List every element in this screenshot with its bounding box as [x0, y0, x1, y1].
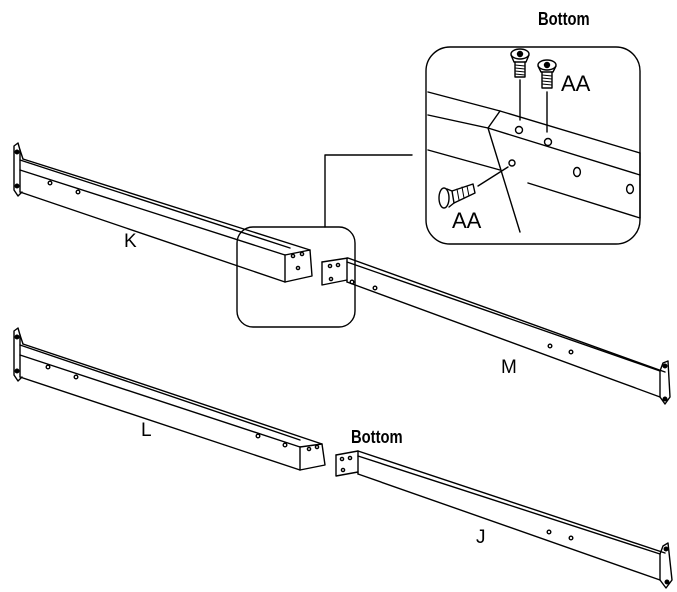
- joint-highlight-box: [236, 226, 356, 328]
- screw-aa-side: [438, 166, 509, 209]
- callout-leader: [324, 154, 413, 228]
- screw-aa-vertical-2: [537, 59, 557, 133]
- screw-aa-label-side: AA: [452, 208, 482, 233]
- bottom-label-mid: Bottom: [351, 427, 403, 447]
- rail-l-label: L: [141, 420, 152, 441]
- bottom-label-top: Bottom: [538, 9, 590, 29]
- rail-m: [321, 257, 671, 405]
- screw-aa-vertical-1: [510, 48, 530, 121]
- rail-m-label: M: [501, 357, 517, 378]
- rail-k: [13, 142, 313, 283]
- rail-j-label: J: [476, 527, 486, 548]
- screw-aa-label-top: AA: [561, 71, 591, 96]
- rail-l: [13, 327, 326, 471]
- detail-inset: [425, 46, 641, 245]
- rail-j: [335, 450, 673, 589]
- rail-k-label: K: [124, 231, 137, 252]
